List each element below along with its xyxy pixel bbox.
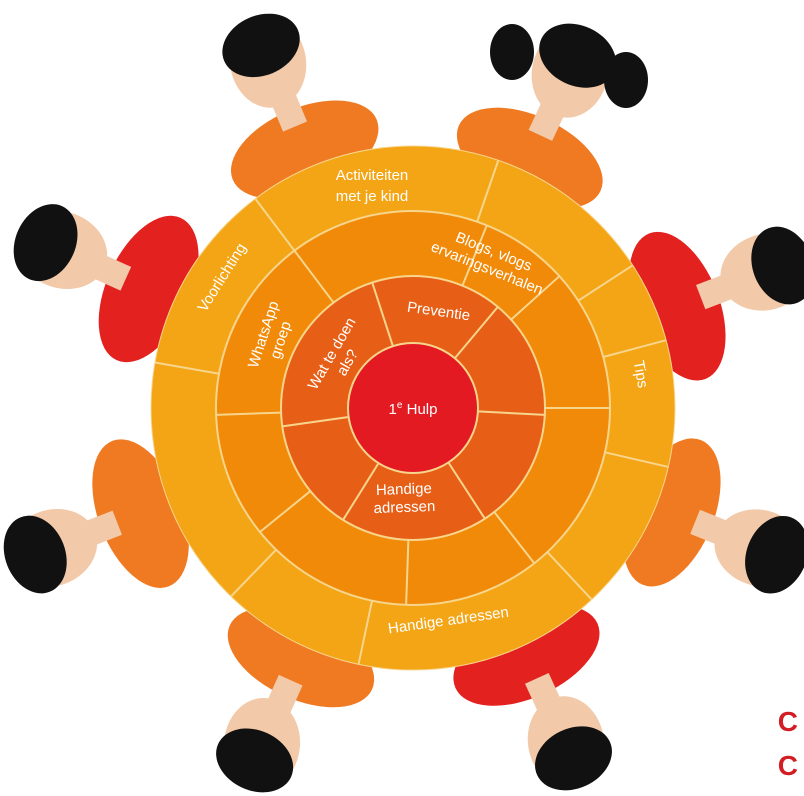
center-label: 1e Hulp <box>389 400 438 418</box>
middle-divider <box>216 411 282 416</box>
middle-divider <box>293 250 335 304</box>
outer-divider <box>357 600 374 665</box>
outer-divider <box>604 451 669 468</box>
outer-divider <box>154 361 220 375</box>
middle-divider <box>493 511 536 564</box>
inner-divider <box>477 410 545 416</box>
person-6-hair <box>745 515 804 594</box>
outer-divider <box>577 264 634 302</box>
inner-divider <box>447 461 486 520</box>
center-circle <box>347 342 479 474</box>
person-2-pigtail-right <box>604 52 648 108</box>
outer-ring-dividers <box>154 159 669 665</box>
inner-divider <box>282 416 349 428</box>
corner-mark-2: C <box>777 750 798 781</box>
outer-divider <box>476 159 500 223</box>
person-8-hair <box>535 726 612 791</box>
person-3-hair <box>13 204 78 282</box>
person-1-hair <box>222 13 300 78</box>
person-4-hair <box>751 226 804 305</box>
middle-divider <box>461 224 488 286</box>
middle-divider <box>405 539 410 605</box>
person-2-pigtail-left <box>490 24 534 80</box>
inner-divider <box>342 462 380 521</box>
inner-divider <box>371 282 394 347</box>
outer-divider <box>254 198 296 252</box>
inner-divider <box>454 306 499 359</box>
label-handige-adressen-inner: Handigeadressen <box>373 480 436 517</box>
middle-divider <box>510 275 561 321</box>
corner-mark-1: C <box>777 706 798 737</box>
inner-ring-dividers <box>282 282 545 521</box>
middle-divider <box>259 490 312 533</box>
middle-ring-dividers <box>216 224 610 605</box>
outer-divider <box>603 339 667 358</box>
person-5-hair <box>3 515 67 594</box>
outer-divider <box>546 551 593 601</box>
label-tips: Tips <box>630 359 652 389</box>
person-7-hair <box>216 728 294 793</box>
person-2-hair <box>539 23 617 88</box>
outer-divider <box>230 549 277 598</box>
